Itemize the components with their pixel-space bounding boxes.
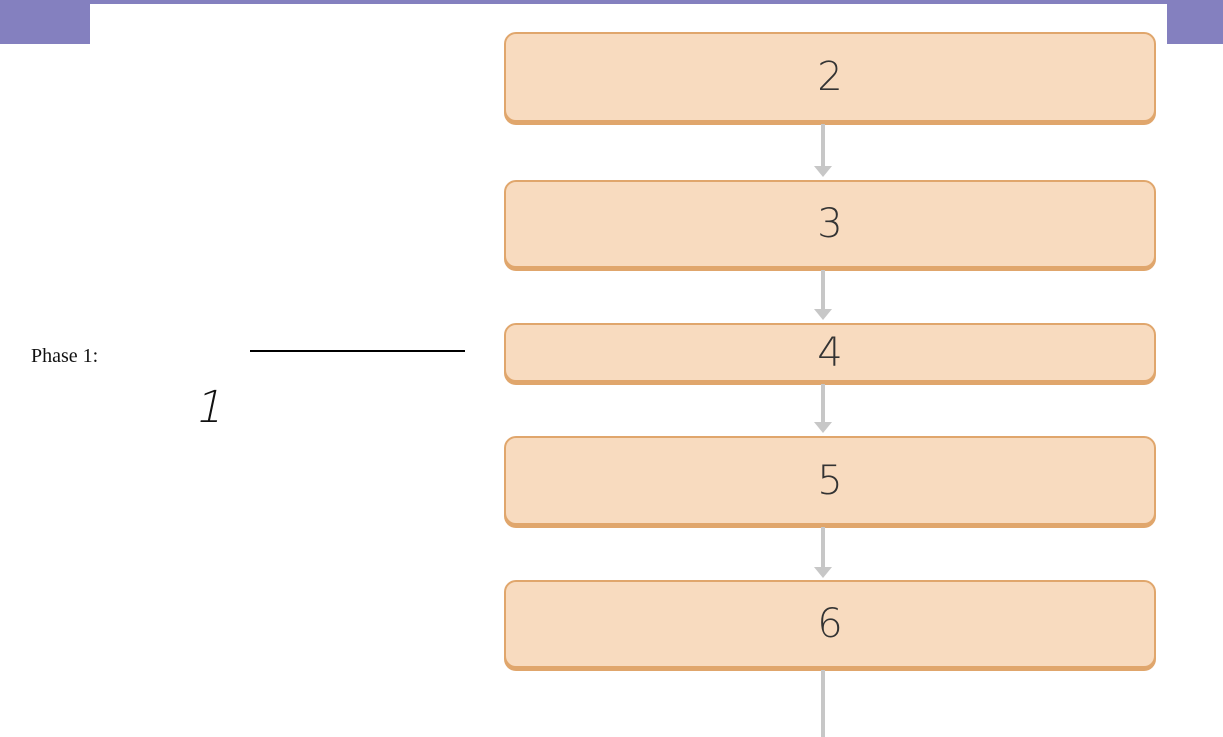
flow-step-box: 2 xyxy=(504,32,1156,122)
flow-step-box: 6 xyxy=(504,580,1156,668)
connector-arrowhead xyxy=(814,166,832,177)
handwritten-answer: 1 xyxy=(191,382,231,433)
connector-line xyxy=(821,124,825,169)
connector-line xyxy=(821,384,825,424)
phase-label: Phase 1: xyxy=(31,345,99,367)
header-band-left xyxy=(0,0,90,44)
flow-step-label: 4 xyxy=(817,329,843,376)
flow-step-box: 4 xyxy=(504,323,1156,382)
answer-blank-line xyxy=(250,350,465,352)
connector-line xyxy=(821,670,825,737)
flow-step-label: 2 xyxy=(817,54,843,100)
header-band-top xyxy=(0,0,1223,4)
flow-step-label: 6 xyxy=(817,601,843,647)
connector-line xyxy=(821,270,825,311)
flow-step-label: 3 xyxy=(817,201,843,247)
connector-arrowhead xyxy=(814,309,832,320)
header-band-right xyxy=(1167,0,1223,44)
connector-line xyxy=(821,527,825,569)
flow-step-box: 3 xyxy=(504,180,1156,268)
flow-step-label: 5 xyxy=(817,457,843,504)
connector-arrowhead xyxy=(814,567,832,578)
flow-step-box: 5 xyxy=(504,436,1156,525)
connector-arrowhead xyxy=(814,422,832,433)
